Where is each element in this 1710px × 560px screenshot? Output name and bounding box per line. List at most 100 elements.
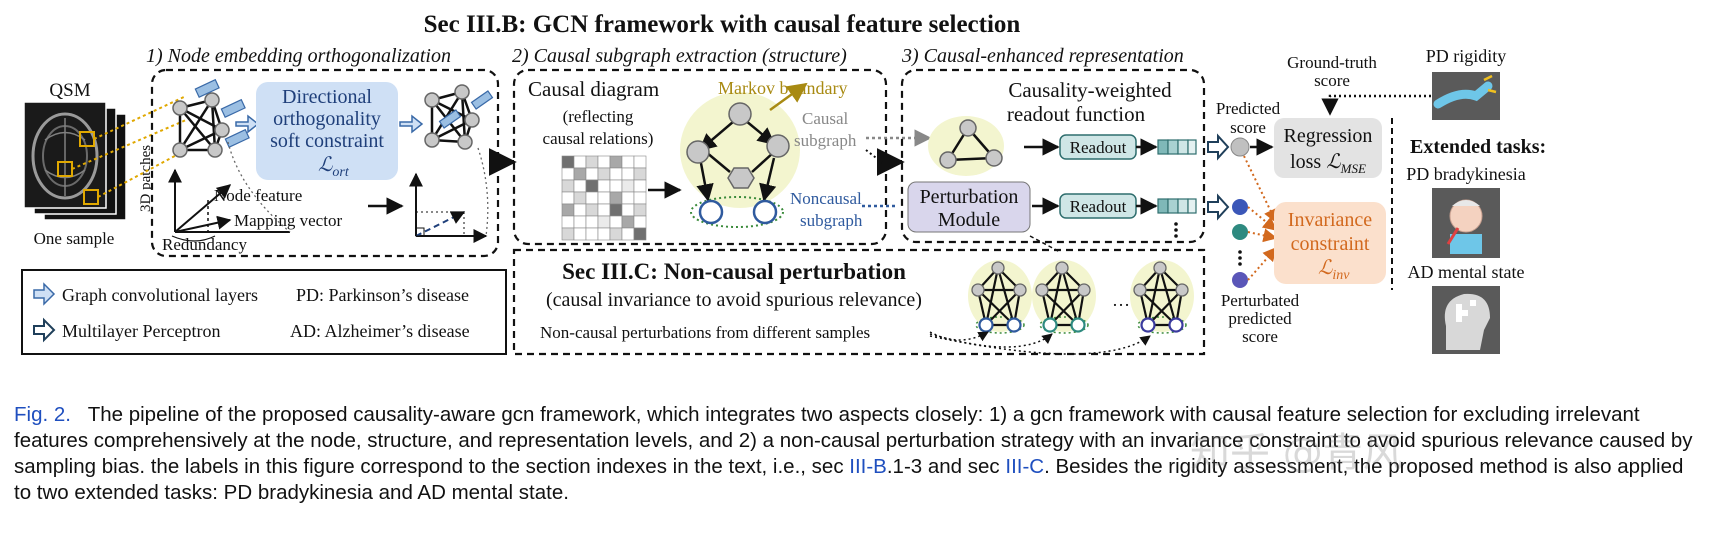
- gcl-arrow-1: [235, 114, 260, 134]
- matrix-cell: [561, 179, 575, 193]
- matrix-cell: [621, 215, 635, 229]
- invariance-l2: constraint: [1291, 233, 1370, 255]
- ortho-line-2: orthogonality: [273, 108, 381, 130]
- markov-boundary-label: Markov boundary: [718, 78, 847, 98]
- predicted-score-l2: score: [1230, 118, 1266, 137]
- panel-node-embedding: [150, 68, 500, 258]
- readout-title-l2: readout function: [1007, 102, 1146, 126]
- regression-l2: loss ℒMSE: [1290, 151, 1366, 176]
- invariance-l1: Invariance: [1288, 209, 1373, 231]
- dotted-connector-1: [227, 141, 489, 237]
- ortho-plot: [409, 172, 488, 243]
- pd-rigidity-image: [1432, 72, 1500, 120]
- noncausal-subgraph-l1: Noncausal: [790, 189, 862, 208]
- matrix-cell: [573, 227, 587, 241]
- matrix-cell: [609, 191, 623, 205]
- perturbation-graph: [968, 260, 1032, 334]
- matrix-cell: [597, 203, 611, 217]
- perturbation-graphs: [968, 260, 1194, 334]
- predicted-score-dot: [1230, 137, 1250, 157]
- readout-title-l1: Causality-weighted: [1008, 78, 1172, 102]
- matrix-cell: [561, 191, 575, 205]
- caption-ref-iiib[interactable]: III-B: [849, 455, 887, 478]
- vector-diagram: [168, 168, 290, 242]
- sec-iiic-subtitle: (causal invariance to avoid spurious rel…: [546, 289, 922, 311]
- redundancy-label: Redundancy: [162, 235, 247, 254]
- reflecting-line-2: causal relations): [543, 129, 654, 148]
- mlp-arrow-2: [1207, 193, 1230, 221]
- graphs-ellipsis: …: [1112, 290, 1130, 310]
- panel-noncausal-perturbation: [512, 248, 1206, 356]
- legend-mlp-label: Multilayer Perceptron: [62, 321, 220, 341]
- legend-gcl-label: Graph convolutional layers: [62, 285, 258, 305]
- mlp-arrow-1: [1207, 133, 1230, 161]
- matrix-cell: [633, 179, 647, 193]
- legend-box: [21, 269, 507, 355]
- causal-graph: [686, 82, 808, 228]
- step3-heading: 3) Causal-enhanced representation: [901, 45, 1184, 67]
- matrix-cell: [561, 203, 575, 217]
- matrix-cell: [597, 167, 611, 181]
- matrix-cell: [573, 191, 587, 205]
- causal-matrix: [561, 155, 647, 241]
- matrix-cell: [561, 215, 575, 229]
- caption-text-3: . Besides the rigidity assessment, the p…: [14, 455, 1684, 504]
- regression-loss-box: [1274, 118, 1382, 178]
- ad-mental-image: [1432, 286, 1500, 354]
- matrix-cell: [609, 155, 623, 169]
- qsm-label: QSM: [49, 80, 90, 101]
- causal-diagram-label: Causal diagram: [528, 77, 659, 101]
- noncausal-note: Non-causal perturbations from different …: [540, 323, 870, 342]
- reflecting-line-1: (reflecting: [563, 107, 634, 126]
- inv-arrows: [1243, 155, 1278, 281]
- embedding-vector-1: [1157, 139, 1197, 155]
- sec-iiic-title: Sec III.C: Non-causal perturbation: [562, 259, 906, 284]
- figure-caption: Fig. 2. The pipeline of the proposed cau…: [14, 402, 1700, 506]
- matrix-cell: [597, 191, 611, 205]
- caption-text-2: .1-3 and sec: [886, 455, 1006, 478]
- matrix-cell: [573, 155, 587, 169]
- matrix-cell: [573, 167, 587, 181]
- readout-label-1: Readout: [1070, 138, 1127, 157]
- dotted-link-2-3: [865, 149, 885, 165]
- matrix-cell: [585, 203, 599, 217]
- caption-ref-iiic[interactable]: III-C: [1005, 455, 1045, 478]
- matrix-cell: [633, 167, 647, 181]
- panel-causal-representation: [900, 68, 1206, 244]
- causal-subgraph-l2: subgraph: [794, 131, 857, 150]
- matrix-cell: [621, 227, 635, 241]
- matrix-cell: [609, 167, 623, 181]
- perturbation-l1: Perturbation: [920, 186, 1019, 208]
- gt-arrow: [1321, 94, 1436, 116]
- matrix-cell: [621, 179, 635, 193]
- matrix-cell: [633, 227, 647, 241]
- matrix-cell: [609, 215, 623, 229]
- patch-connectors: [71, 95, 187, 198]
- pd-rigidity-label: PD rigidity: [1426, 46, 1507, 66]
- causal-triangle-graph: [939, 119, 1003, 169]
- matrix-cell: [597, 155, 611, 169]
- qsm-slice-stack: [23, 101, 127, 221]
- orthogonalized-graph: [424, 84, 494, 150]
- matrix-cell: [621, 203, 635, 217]
- pd-bradykinesia-image: [1432, 188, 1500, 258]
- causal-subgraph-l1: Causal: [802, 109, 849, 128]
- perturbation-graph: [1032, 260, 1096, 334]
- legend-pd-label: PD: Parkinson’s disease: [296, 285, 469, 305]
- perturbed-score-l3: score: [1242, 327, 1278, 346]
- patches-label: 3D patches: [138, 145, 154, 212]
- mapping-vector-label: Mapping vector: [234, 211, 342, 230]
- matrix-cell: [585, 191, 599, 205]
- matrix-cell: [621, 167, 635, 181]
- matrix-cell: [609, 227, 623, 241]
- ortho-line-1: Directional: [282, 86, 372, 108]
- gcl-arrow-2: [399, 114, 424, 134]
- vertical-ellipsis: [1174, 222, 1178, 238]
- ground-truth-l2: score: [1314, 71, 1350, 90]
- matrix-cell: [561, 167, 575, 181]
- matrix-cell: [585, 179, 599, 193]
- matrix-cell: [561, 227, 575, 241]
- matrix-cell: [573, 179, 587, 193]
- pd-bradykinesia-label: PD bradykinesia: [1406, 164, 1525, 184]
- noncausal-subgraph-l2: subgraph: [800, 211, 863, 230]
